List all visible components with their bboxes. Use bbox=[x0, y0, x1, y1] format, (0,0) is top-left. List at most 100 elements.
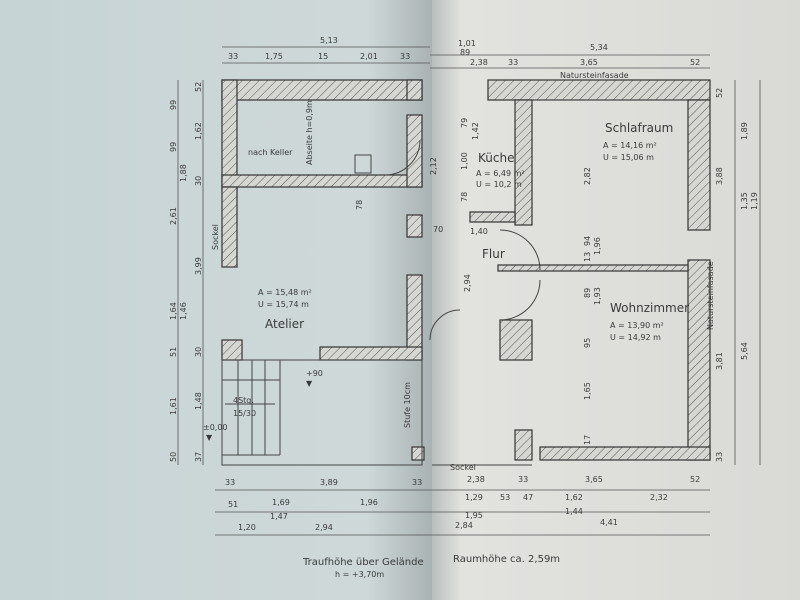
dimension-label: 37 bbox=[194, 452, 203, 462]
dimension-label: 95 bbox=[583, 338, 592, 348]
dim-top: 1,75 bbox=[265, 52, 283, 61]
dimension-label: 1,61 bbox=[169, 397, 178, 415]
dimension-label: 1,46 bbox=[179, 302, 188, 320]
natursteinfassade-label: Natursteinfasade bbox=[706, 261, 715, 330]
dim-top: 2,01 bbox=[360, 52, 378, 61]
dim-bottom: 1,96 bbox=[360, 498, 378, 507]
dim-top: 1,01 bbox=[458, 39, 476, 48]
dim-top: 3,65 bbox=[580, 58, 598, 67]
dimension-label: 2,82 bbox=[583, 167, 592, 185]
right-dimensions: 52 1,89 3,88 1,35 1,19 3,81 5,64 33 bbox=[715, 88, 759, 462]
dim-top: 33 bbox=[400, 52, 410, 61]
dimension-label: 79 bbox=[460, 118, 469, 128]
room-area-schlafraum: A = 14,16 m² bbox=[603, 141, 657, 150]
level-marker-icon: ▼ bbox=[306, 379, 313, 388]
dim-bottom: 1,20 bbox=[238, 523, 256, 532]
room-perimeter-atelier: U = 15,74 m bbox=[258, 300, 309, 309]
level-label: +90 bbox=[306, 369, 323, 378]
dimension-label: 1,62 bbox=[194, 122, 203, 140]
dimension-label: 52 bbox=[194, 82, 203, 92]
stairs-ratio-label: 15/30 bbox=[233, 409, 256, 418]
dim-bottom: 1,62 bbox=[565, 493, 583, 502]
dim-bottom: 51 bbox=[228, 500, 238, 509]
dim-bottom: 1,44 bbox=[565, 507, 583, 516]
room-name-wohnzimmer: Wohnzimmer bbox=[610, 301, 689, 315]
dim-bottom: 52 bbox=[690, 475, 700, 484]
sockel-label: Sockel bbox=[450, 463, 476, 472]
dim-bottom: 1,95 bbox=[465, 511, 483, 520]
dim-top: 33 bbox=[508, 58, 518, 67]
dimension-lines bbox=[177, 46, 761, 536]
traufhoehe-value: h = +3,70m bbox=[335, 570, 384, 579]
dimension-label: 99 bbox=[169, 142, 178, 152]
room-name-flur: Flur bbox=[482, 247, 505, 261]
dim-bottom: 53 bbox=[500, 493, 510, 502]
room-name-atelier: Atelier bbox=[265, 317, 304, 331]
dimension-label: 1,35 bbox=[740, 192, 749, 210]
traufhoehe-note: Traufhöhe über Gelände bbox=[302, 557, 424, 568]
dim-bottom: 2,38 bbox=[467, 475, 485, 484]
dim-bottom: 47 bbox=[523, 493, 533, 502]
natursteinfassade-label: Natursteinfasade bbox=[560, 71, 629, 80]
dim-bottom: 1,69 bbox=[272, 498, 290, 507]
dimension-label: 70 bbox=[433, 225, 443, 234]
dimension-label: 2,94 bbox=[463, 274, 472, 292]
dim-bottom: 2,32 bbox=[650, 493, 668, 502]
dim-top: 52 bbox=[690, 58, 700, 67]
stufe-label: Stufe 10cm bbox=[403, 382, 412, 428]
dimension-label: 1,48 bbox=[194, 392, 203, 410]
room-area-kueche: A = 6,49 m² bbox=[476, 169, 525, 178]
dim-top: 5,13 bbox=[320, 36, 338, 45]
dim-bottom: 3,65 bbox=[585, 475, 603, 484]
dimension-label: 1,65 bbox=[583, 382, 592, 400]
dimension-label: 99 bbox=[169, 100, 178, 110]
dimension-label: 1,93 bbox=[593, 287, 602, 305]
dimension-label: 50 bbox=[169, 452, 178, 462]
dimension-label: 1,00 bbox=[460, 152, 469, 170]
dim-top: 2,38 bbox=[470, 58, 488, 67]
dimension-label: 3,81 bbox=[715, 352, 724, 370]
dim-bottom: 2,84 bbox=[455, 521, 473, 530]
stairs-label: 4Stg. bbox=[233, 396, 254, 405]
dimension-label: 1,42 bbox=[471, 122, 480, 140]
dimension-label: 2,12 bbox=[429, 157, 438, 175]
dim-top: 5,34 bbox=[590, 43, 608, 52]
level-marker-icon: ▼ bbox=[206, 433, 213, 442]
room-name-kueche: Küche bbox=[478, 151, 514, 165]
room-perimeter-kueche: U = 10,2 m bbox=[476, 180, 522, 189]
room-perimeter-schlafraum: U = 15,06 m bbox=[603, 153, 654, 162]
sockel-label: Sockel bbox=[211, 224, 220, 250]
dim-bottom: 33 bbox=[225, 478, 235, 487]
dimension-label: 78 bbox=[460, 192, 469, 202]
left-dimensions: 99 52 99 1,88 1,62 30 2,61 3,99 1,64 1,4… bbox=[169, 82, 203, 462]
dimension-label: 94 bbox=[583, 236, 592, 246]
nach-keller-label: nach Keller bbox=[248, 148, 293, 157]
dimension-label: 1,19 bbox=[750, 192, 759, 210]
dim-bottom: 33 bbox=[412, 478, 422, 487]
dimension-label: 17 bbox=[583, 435, 592, 445]
dimension-label: 51 bbox=[169, 347, 178, 357]
room-area-wohnzimmer: A = 13,90 m² bbox=[610, 321, 664, 330]
dim-bottom: 2,94 bbox=[315, 523, 333, 532]
dim-top: 15 bbox=[318, 52, 328, 61]
room-area-atelier: A = 15,48 m² bbox=[258, 288, 312, 297]
inner-dimensions: 78 2,12 79 1,42 1,00 78 70 1,40 2,94 2,8… bbox=[355, 118, 602, 445]
dimension-label: 13 bbox=[583, 252, 592, 262]
abseite-label: Abseite h=0,9m bbox=[305, 100, 314, 165]
dim-top: 33 bbox=[228, 52, 238, 61]
room-perimeter-wohnzimmer: U = 14,92 m bbox=[610, 333, 661, 342]
dimension-label: 3,99 bbox=[194, 257, 203, 275]
dim-top: 89 bbox=[460, 48, 470, 57]
room-name-schlafraum: Schlafraum bbox=[605, 121, 673, 135]
dimension-label: 1,89 bbox=[740, 122, 749, 140]
dim-bottom: 4,41 bbox=[600, 518, 618, 527]
dimension-label: 89 bbox=[583, 288, 592, 298]
outlines bbox=[221, 99, 688, 466]
dimension-label: 78 bbox=[355, 200, 364, 210]
dimension-label: 30 bbox=[194, 176, 203, 186]
dimension-label: 3,88 bbox=[715, 167, 724, 185]
dimension-label: 1,64 bbox=[169, 302, 178, 320]
dimension-label: 1,88 bbox=[179, 164, 188, 182]
dimension-label: 2,61 bbox=[169, 207, 178, 225]
